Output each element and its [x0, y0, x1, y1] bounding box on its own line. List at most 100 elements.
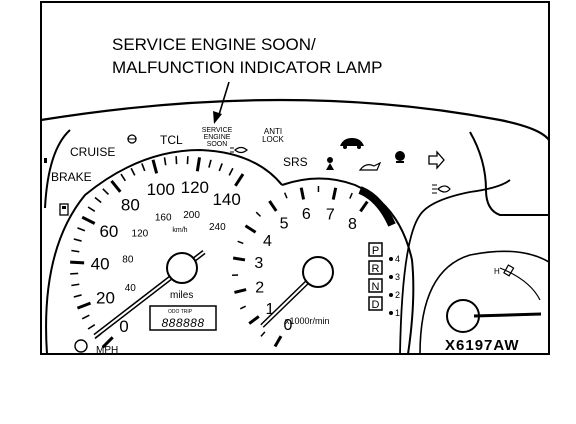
gear-letter-d: D — [372, 299, 380, 311]
gear-number: 3 — [395, 272, 400, 282]
mph-unit-label: MPH — [96, 345, 118, 356]
small-indicator-mark — [44, 158, 47, 163]
tachometer-label: 4 — [263, 233, 272, 250]
speedometer-tick — [110, 180, 122, 193]
tachometer-tick — [359, 200, 369, 213]
gear-dot — [389, 257, 393, 261]
oil-pressure-icon — [358, 161, 382, 171]
miles-label: miles — [170, 290, 193, 301]
speedometer-tick — [163, 157, 167, 166]
speedometer-tick — [195, 157, 202, 172]
tachometer-label: 6 — [302, 206, 311, 223]
speedometer-mph-label: 100 — [147, 180, 175, 199]
door-ajar-car-icon — [340, 138, 364, 149]
gear-letter-p: P — [372, 245, 379, 257]
speedometer-tick — [94, 196, 102, 204]
speedometer-tick — [71, 283, 80, 287]
anti-lock-indicator: ANTI LOCK — [262, 127, 284, 144]
speedometer-tick — [70, 260, 85, 265]
tachometer-bezel — [281, 177, 415, 355]
tachometer-tick — [299, 187, 306, 200]
gear-box-p — [368, 242, 383, 257]
speedometer-tick — [234, 173, 245, 187]
tachometer-tick — [248, 315, 260, 325]
callout-line-1: SERVICE ENGINE SOON/ — [112, 35, 316, 54]
anti-lock-label-1: LOCK — [262, 135, 284, 144]
brake-indicator-label: BRAKE — [51, 170, 92, 184]
gear-box-r — [368, 260, 383, 275]
speedometer-hub — [166, 252, 198, 284]
odometer-mode-label: ODO TRIP — [168, 309, 193, 315]
temp-gauge-hot-label: H — [494, 267, 500, 276]
tachometer-tick — [349, 192, 353, 199]
speedometer-tick — [120, 173, 127, 182]
gear-dot — [389, 293, 393, 297]
tachometer-tick — [268, 200, 278, 212]
tachometer-label: 5 — [280, 215, 289, 232]
speedometer-tick — [208, 159, 212, 168]
tachometer-tick — [239, 305, 247, 310]
speedometer-tick — [87, 323, 96, 330]
tachometer-unit-label: x1000r/min — [285, 316, 330, 326]
tachometer-label: 8 — [348, 216, 357, 233]
trip-reset-knob — [74, 339, 88, 353]
speedometer-kmh-unit: km/h — [172, 227, 187, 234]
tachometer-hub — [302, 256, 334, 288]
turn-signal-icon — [428, 150, 445, 170]
speedometer-kmh-label: 80 — [122, 254, 134, 265]
service-engine-soon-label-0: SERVICE — [202, 127, 233, 134]
speedometer-tick — [228, 167, 234, 176]
tachometer-label: 0 — [284, 317, 293, 334]
odometer-display: ODO TRIP 888888 — [149, 305, 217, 331]
tachometer-tick — [234, 288, 247, 294]
srs-indicator-label: SRS — [283, 155, 308, 169]
tachometer-label: 1 — [266, 301, 275, 318]
speedometer-tick — [130, 167, 136, 176]
speedometer-mph-label: 0 — [119, 317, 128, 336]
speedometer-mph-label: 120 — [181, 178, 209, 197]
tachometer-tick — [232, 256, 246, 262]
headlight-icon — [230, 146, 248, 154]
tachometer-label: 3 — [254, 255, 263, 272]
tachometer-tick — [237, 240, 244, 245]
speedometer-mph-label: 20 — [96, 288, 115, 307]
seatbelt-icon — [326, 157, 334, 170]
gear-dot — [389, 311, 393, 315]
service-engine-soon-label-2: SOON — [207, 141, 228, 148]
speedometer-mph-label: 60 — [99, 222, 118, 241]
cruise-indicator-label: CRUISE — [70, 145, 115, 159]
gear-box-n — [368, 278, 383, 293]
cluster-inner-curve — [399, 179, 511, 355]
temp-gauge-needle — [473, 312, 542, 318]
speedometer-tick — [102, 188, 110, 196]
speedometer-tick — [87, 206, 96, 213]
temp-gauge-bezel — [419, 250, 550, 355]
anti-lock-label-0: ANTI — [264, 127, 282, 136]
tachometer-label: 7 — [326, 206, 335, 223]
speedometer-tick — [71, 249, 80, 253]
gear-letter-n: N — [372, 281, 380, 293]
speedometer-tick — [101, 336, 114, 349]
speedometer-mph-label: 80 — [121, 195, 140, 214]
speedometer-kmh-label: 240 — [209, 222, 226, 233]
fuel-icon — [59, 203, 69, 216]
speedometer-kmh-label: 200 — [183, 210, 200, 221]
tachometer-tick — [283, 192, 288, 199]
cluster-hood-outline — [40, 98, 550, 141]
speedometer-tick — [81, 215, 96, 225]
speedometer-tick — [73, 238, 82, 242]
callout-arrow — [213, 81, 230, 124]
speedometer-mph-label: 40 — [91, 255, 110, 274]
gear-number: 4 — [395, 254, 400, 264]
tcl-indicator-label: TCL — [160, 133, 183, 147]
speedometer-tick — [151, 159, 159, 174]
speedometer-tick — [81, 314, 90, 320]
cruise-icon — [127, 134, 137, 144]
speedometer-tick — [141, 163, 146, 172]
callout-line-2: MALFUNCTION INDICATOR LAMP — [112, 58, 382, 77]
tachometer-tick — [244, 224, 257, 234]
speedometer-tick — [73, 294, 82, 298]
